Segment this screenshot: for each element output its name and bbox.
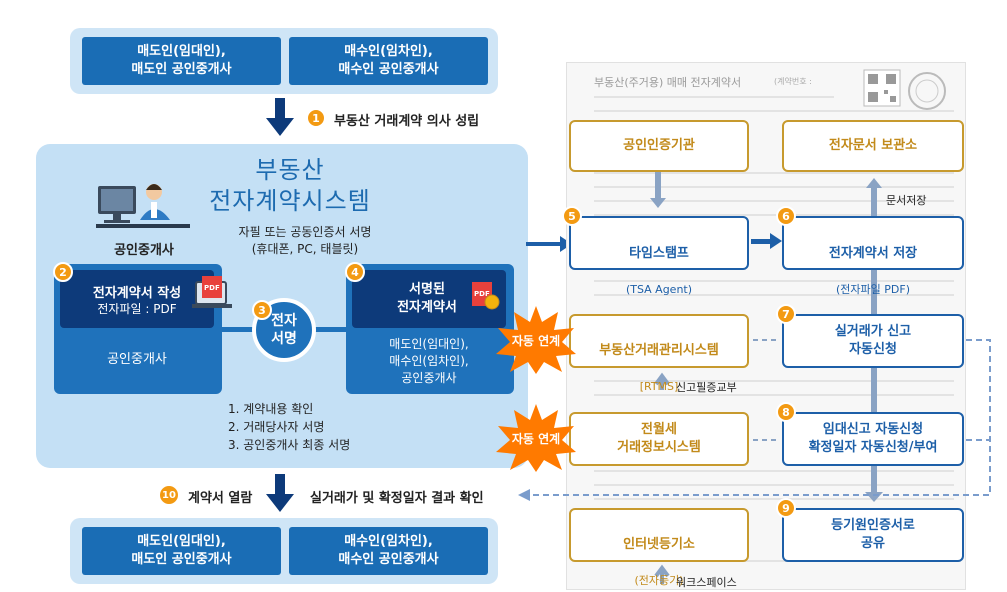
archive-box: 전자문서 보관소 — [782, 120, 964, 172]
step-2-title: 전자계약서 작성 — [92, 285, 182, 301]
sealed-pdf-label: PDF — [474, 290, 490, 298]
top-party-seller: 매도인(임대인), 매도인 공인중개사 — [82, 37, 281, 85]
system-title: 부동산 전자계약시스템 — [209, 156, 371, 215]
registry-title: 인터넷등기소 — [623, 537, 695, 552]
contract-save-box: 전자계약서 저장 (전자파일 PDF) — [782, 216, 964, 296]
lease-report-box: 임대신고 자동신청 확정일자 자동신청/부여 — [782, 412, 964, 466]
auto-link-label-1: 자동 연계 — [511, 333, 561, 348]
report-cert-label: 신고필증교부 — [676, 381, 737, 394]
rtms-title: 부동산거래관리시스템 — [599, 343, 719, 358]
agent-label: 공인중개사 — [114, 242, 174, 258]
cert-authority-box: 공인인증기관 — [569, 120, 749, 172]
step-3-badge: 3 — [252, 300, 272, 320]
rtms-sub: [RTMS] — [639, 380, 679, 393]
sign-method-note: 자필 또는 공동인증서 서명 (휴대폰, PC, 태블릿) — [238, 225, 372, 256]
registry-sub: (전자등기) — [634, 574, 684, 587]
doc-number-label: (계약번호 : — [774, 77, 812, 86]
step-2-body: 공인중개사 — [107, 351, 167, 367]
step-1-label: 부동산 거래계약 의사 성립 — [334, 114, 480, 129]
timestamp-box: 타임스탬프 (TSA Agent) — [569, 216, 749, 296]
step-9-badge: 9 — [776, 498, 796, 518]
doc-qr-icon — [863, 69, 901, 107]
step-4-body: 매도인(임대인), 매수인(임차인), 공인중개사 — [389, 336, 469, 385]
agent-computer-icon — [96, 184, 190, 228]
step-5-title: 타임스탬프 — [629, 246, 689, 261]
step-10-label: 계약서 열람 — [188, 491, 253, 506]
bottom-party-buyer: 매수인(임차인), 매수인 공인중개사 — [289, 527, 488, 575]
doc-stamp-icon — [908, 72, 946, 110]
step-7-badge: 7 — [776, 304, 796, 324]
internet-registry-box: 인터넷등기소 (전자등기) — [569, 508, 749, 587]
doc-title: 부동산(주거용) 매매 전자계약서 — [594, 76, 742, 89]
bottom-party-seller: 매도인(임대인), 매도인 공인중개사 — [82, 527, 281, 575]
rtms-box: 부동산거래관리시스템 [RTMS] — [569, 314, 749, 393]
step-5-badge: 5 — [562, 206, 582, 226]
top-party-buyer: 매수인(임차인), 매수인 공인중개사 — [289, 37, 488, 85]
arrow-down-10 — [266, 474, 294, 512]
sealed-pdf-icon — [472, 282, 500, 310]
laptop-pdf-icon — [192, 276, 232, 308]
step-4-badge: 4 — [345, 262, 365, 282]
rent-info-system-box: 전월세 거래정보시스템 — [569, 412, 749, 466]
result-check-label: 실거래가 및 확정일자 결과 확인 — [310, 491, 484, 506]
registry-share-box: 등기원인증서로 공유 — [782, 508, 964, 562]
doc-store-label: 문서저장 — [886, 194, 927, 207]
price-report-box: 실거래가 신고 자동신청 — [782, 314, 964, 368]
step-10-badge: 10 — [158, 484, 180, 506]
step-1-badge: 1 — [306, 108, 326, 128]
step-6-title: 전자계약서 저장 — [828, 246, 918, 261]
checklist: 1. 계약내용 확인 2. 거래당사자 서명 3. 공인중개사 최종 서명 — [228, 402, 351, 452]
arrow-down-1 — [266, 98, 294, 136]
workspace-label: 워크스페이스 — [676, 576, 737, 589]
auto-link-label-2: 자동 연계 — [511, 431, 561, 446]
auto-link-burst-2 — [496, 404, 576, 472]
step-4-title: 서명된 전자계약서 — [397, 282, 457, 315]
step-8-badge: 8 — [776, 402, 796, 422]
step-2-sub: 전자파일 : PDF — [97, 301, 177, 316]
step-6-sub: (전자파일 PDF) — [836, 283, 910, 296]
step-2-badge: 2 — [53, 262, 73, 282]
laptop-pdf-label: PDF — [204, 284, 220, 292]
auto-link-burst-1 — [496, 306, 576, 374]
step-2-header — [60, 270, 214, 328]
step-5-sub: (TSA Agent) — [625, 283, 693, 296]
step-6-badge: 6 — [776, 206, 796, 226]
